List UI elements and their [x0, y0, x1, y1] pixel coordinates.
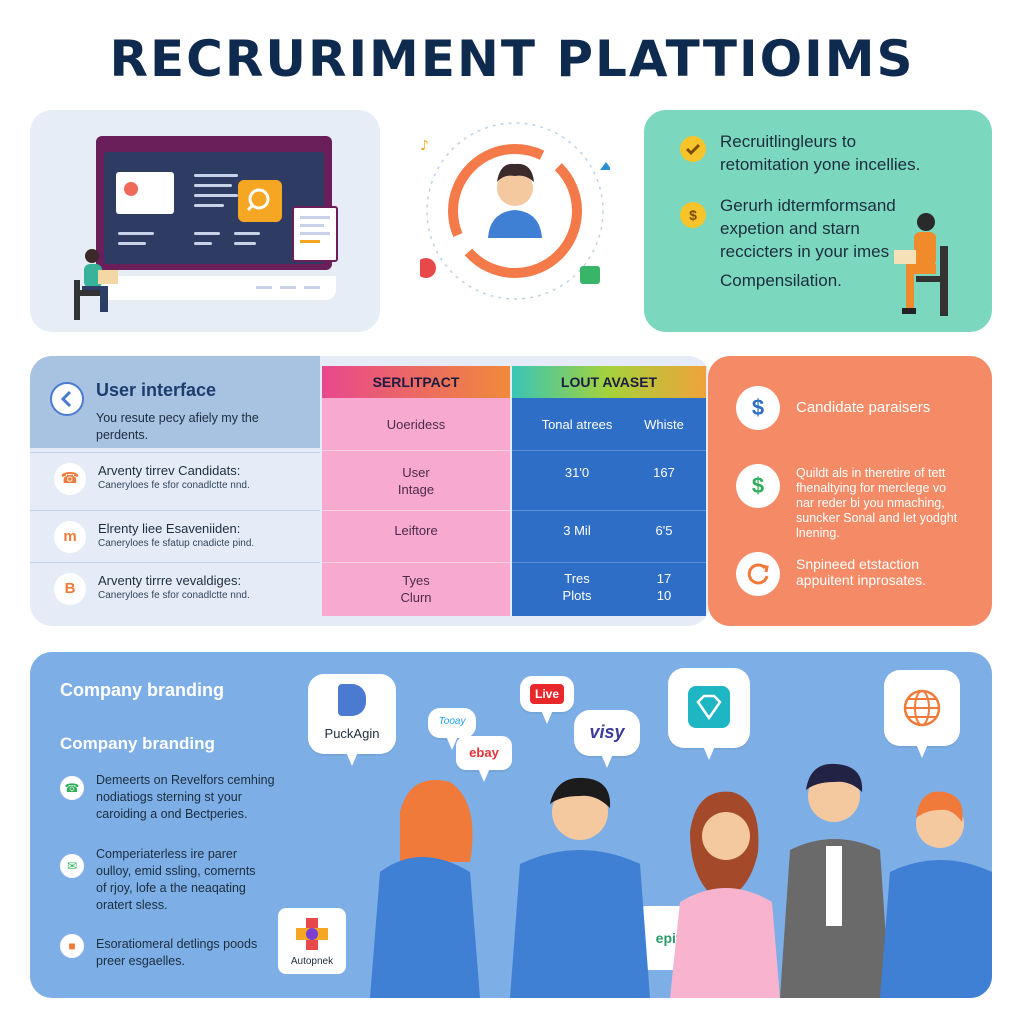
candidate-panel: $ Candidate paraisers $ Quildt als in th…	[708, 356, 992, 626]
person-seated-illustration	[74, 249, 118, 320]
dollar-coin-icon: $	[680, 202, 706, 228]
dashboard-illustration-panel	[30, 110, 380, 332]
dollar-icon: $	[736, 464, 780, 508]
table-header: Tonal atrees	[541, 417, 613, 432]
table-cell: 6'5	[655, 523, 673, 538]
building-icon: m	[54, 521, 86, 553]
branding-heading: Company branding	[60, 680, 225, 700]
list-item: ☎ Arventy tirrev Candidats: Caneryloes f…	[30, 452, 320, 504]
user-interface-header: User interface You resute pecy afiely my…	[30, 356, 320, 448]
team-group-illustration	[370, 763, 992, 998]
table-cell: 167	[653, 465, 675, 480]
phone-icon: ☎	[60, 776, 84, 800]
list-item-subtitle: Caneryloes fe sfor conadlctte nnd.	[98, 480, 250, 491]
monitor-illustration	[96, 136, 332, 270]
list-item: Esoratiomeral detlings poods preer esgae…	[96, 937, 258, 968]
globe-icon	[902, 688, 942, 733]
globe-logo-bubble	[884, 670, 960, 758]
user-interface-subtitle: You resute pecy afiely my the perdents.	[96, 411, 259, 442]
diamond-icon	[688, 686, 730, 728]
document-icon	[292, 206, 338, 262]
check-icon	[680, 136, 706, 162]
table-cell: 31'0	[564, 465, 590, 480]
live-logo-bubble: Live	[520, 676, 574, 724]
candidate-satisfaction: Snpineed etstaction appuitent inprosates…	[796, 556, 926, 588]
list-item-title: Arventy tirrev Candidats:	[98, 463, 241, 478]
person-reading-illustration	[894, 213, 948, 316]
cross-logo-icon	[296, 918, 328, 950]
candidate-title: Candidate paraisers	[796, 399, 931, 416]
pink-column-header: SERLITPACT	[322, 366, 510, 398]
autopnek-logo-tile: Autopnek	[278, 908, 346, 974]
list-item-title: Arventy tirrre vevaldiges:	[98, 573, 242, 588]
briefcase-icon: ■	[60, 934, 84, 958]
table-header: Whiste	[644, 417, 684, 432]
refresh-icon	[736, 552, 780, 596]
letter-b-icon: B	[54, 573, 86, 605]
puckagin-logo-bubble: PuckAgin	[308, 674, 396, 766]
company-branding-panel: Company branding Company branding ☎ Deme…	[30, 652, 992, 998]
search-icon	[238, 180, 282, 222]
twitter-logo-bubble: Tooay	[428, 708, 476, 750]
dollar-shield-icon: $	[736, 386, 780, 430]
list-item: B Arventy tirrre vevaldiges: Caneryloes …	[30, 562, 320, 614]
recruiting-line-2: Gerurh idtermformsand expetion and starn…	[720, 196, 896, 290]
user-interface-title: User interface	[96, 380, 217, 400]
blue-column-header: LOUT AVASET	[512, 366, 706, 398]
svg-text:♪: ♪	[420, 138, 429, 154]
list-item-subtitle: Caneryloes fe sfatup cnadicte pind.	[98, 538, 255, 549]
list-item-subtitle: Caneryloes fe sfor conadlctte nnd.	[98, 590, 250, 601]
list-item: Comperiaterless ire parer oulloy, emid s…	[96, 847, 256, 912]
list-item: Demeerts on Revelfors cemhing nodiatiogs…	[96, 773, 275, 821]
p-logo-icon	[338, 684, 366, 716]
list-item-title: Elrenty liee Esaveniiden:	[98, 521, 241, 536]
visy-logo-bubble: visy	[574, 710, 640, 768]
table-cell: Uoeridess	[386, 417, 446, 432]
recruiting-line-1: Recruitlingleurs to retomitation yone in…	[720, 132, 921, 174]
desk-illustration	[96, 276, 336, 300]
user-interface-panel: User interface You resute pecy afiely my…	[30, 356, 710, 626]
candidate-description: Quildt als in theretire of tett fhenalty…	[796, 466, 958, 540]
ebay-logo-bubble: ebay	[456, 736, 512, 782]
list-item: m Elrenty liee Esaveniiden: Caneryloes f…	[30, 510, 320, 562]
table-cell: 3 Mil	[563, 523, 591, 538]
message-icon: ✉	[60, 854, 84, 878]
chevron-left-icon	[50, 382, 84, 416]
blue-column: LOUT AVASET Tonal atrees Whiste 31'0 167…	[512, 366, 706, 616]
page-title: RECRURIMENT PLATTIOIMS	[109, 30, 915, 88]
table-cell: Leiftore	[394, 523, 438, 538]
phone-icon: ☎	[54, 463, 86, 495]
recruiting-info-panel: Recruitlingleurs to retomitation yone in…	[644, 110, 992, 332]
recruiter-avatar-ring: ♪	[416, 118, 612, 304]
branding-subheading: Company branding	[60, 734, 215, 753]
diamond-logo-bubble	[668, 668, 750, 760]
